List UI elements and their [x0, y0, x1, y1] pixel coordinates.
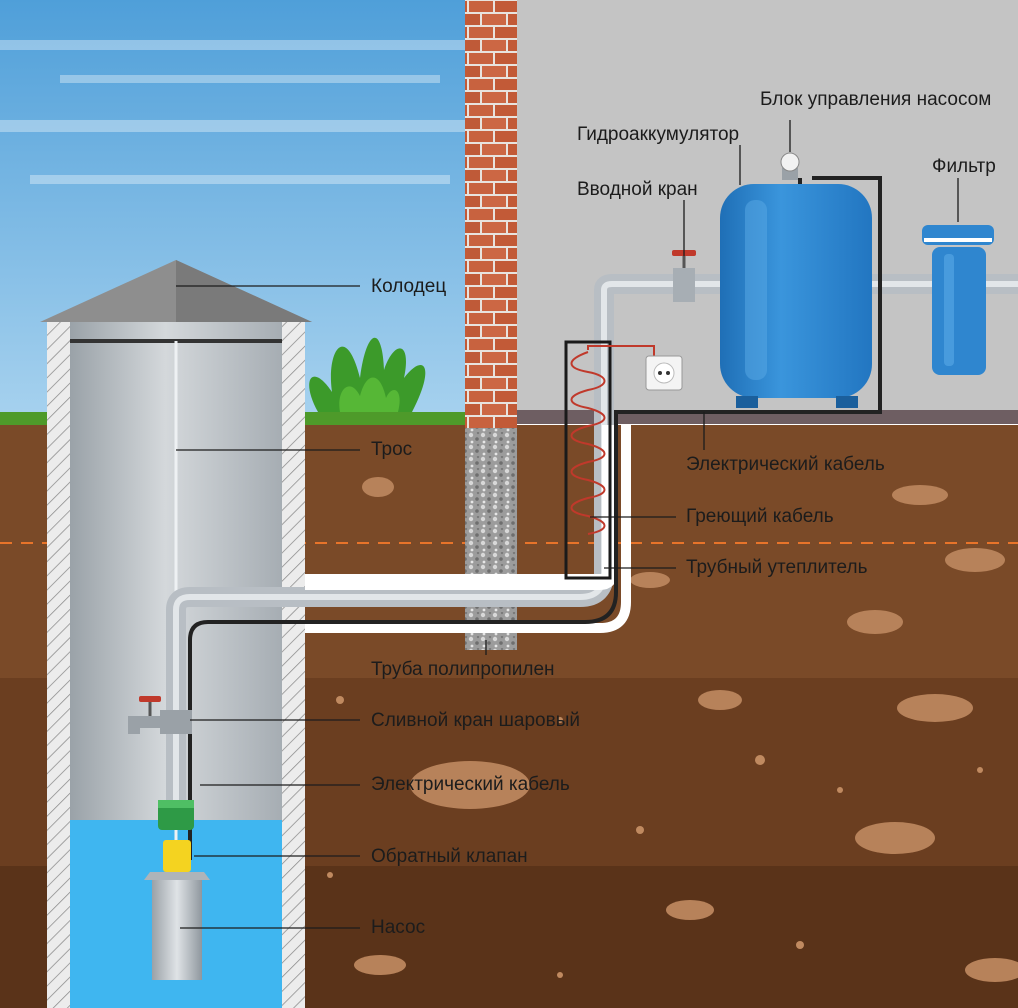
pump-icon	[144, 872, 210, 980]
label-cable-house: Электрический кабель	[686, 454, 885, 475]
soil-specks	[327, 696, 983, 978]
drain-valve-faucet-icon	[128, 696, 192, 734]
label-control-unit: Блок управления насосом	[760, 89, 992, 110]
brick-wall	[465, 0, 517, 428]
label-pipe: Труба полипропилен	[371, 659, 555, 680]
heating-coil	[570, 351, 606, 535]
socket-icon	[645, 355, 683, 391]
accumulator-tank	[720, 184, 872, 408]
electric-cable	[188, 410, 700, 860]
foundation-gravel	[465, 428, 517, 650]
heating-cable-box	[564, 340, 612, 580]
label-pump: Насос	[371, 917, 426, 938]
label-filter: Фильтр	[932, 156, 996, 177]
label-well: Колодец	[371, 276, 447, 297]
gauge-icon	[780, 152, 800, 180]
leader-lines	[176, 120, 959, 929]
label-cable-well: Электрический кабель	[371, 774, 570, 795]
soil-stones	[354, 477, 1018, 982]
clouds	[0, 40, 470, 184]
check-valve	[163, 840, 191, 872]
bush-icon	[309, 337, 426, 412]
fitting-green	[158, 800, 194, 830]
label-pipe-insulation: Трубный утеплитель	[686, 557, 868, 578]
well-wall-right	[282, 322, 305, 1008]
label-inlet-valve: Вводной кран	[577, 179, 698, 200]
well-wall-left	[47, 322, 70, 1008]
label-heating-cable: Греющий кабель	[686, 506, 834, 527]
filter-icon	[922, 225, 994, 375]
label-rope: Трос	[371, 439, 413, 460]
label-accumulator: Гидроаккумулятор	[577, 124, 740, 145]
label-check-valve: Обратный клапан	[371, 846, 528, 867]
label-drain-valve: Сливной кран шаровый	[371, 710, 580, 731]
